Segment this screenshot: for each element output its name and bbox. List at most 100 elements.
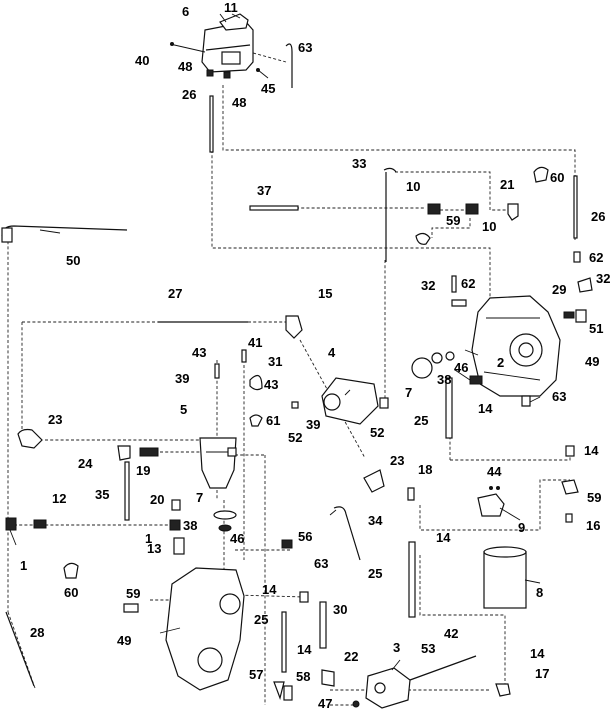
callout-57: 57: [249, 667, 263, 682]
washer-38: [431, 352, 443, 364]
fitting-58: [283, 685, 293, 701]
callout-21: 21: [500, 177, 514, 192]
callout-14: 14: [262, 582, 277, 597]
cap-59-top: [415, 232, 431, 245]
pipe-33: [383, 167, 397, 262]
hose-63-top: [285, 43, 293, 88]
cap-61: [249, 414, 263, 427]
callout-12: 12: [52, 491, 66, 506]
callout-46: 46: [230, 531, 244, 546]
fitting-32-b: [577, 277, 593, 293]
callout-42: 42: [444, 626, 458, 641]
callout-45: 45: [261, 81, 275, 96]
callout-59: 59: [126, 586, 140, 601]
fitting-29: [563, 311, 575, 319]
leader-lines: [9, 13, 541, 671]
callout-2: 2: [497, 355, 504, 370]
callout-40: 40: [135, 53, 149, 68]
pump-4: [321, 377, 379, 425]
hose-28: [5, 611, 35, 687]
fitting-51: [575, 309, 587, 323]
callout-51: 51: [589, 321, 603, 336]
elbow-23-mid: [363, 469, 385, 493]
callout-38: 38: [183, 518, 197, 533]
clip-48-a: [206, 69, 214, 77]
callout-3: 3: [393, 640, 400, 655]
hose-50-fitting: [1, 227, 13, 243]
callout-6: 6: [182, 4, 189, 19]
callout-32: 32: [421, 278, 435, 293]
fitting-19: [139, 447, 159, 457]
fitting-10-b: [465, 203, 479, 215]
elbow-21: [507, 203, 519, 221]
callout-14: 14: [584, 443, 599, 458]
callout-25: 25: [368, 566, 382, 581]
dashed-connection-lines: [7, 41, 576, 706]
callout-14: 14: [478, 401, 493, 416]
callout-26: 26: [591, 209, 605, 224]
callout-8: 8: [536, 585, 543, 600]
callout-4: 4: [328, 345, 336, 360]
callout-16: 16: [586, 518, 600, 533]
bolt-43-top: [214, 363, 220, 379]
callout-63: 63: [552, 389, 566, 404]
callout-9: 9: [518, 520, 525, 535]
callout-14: 14: [297, 642, 312, 657]
reservoir-tank: [201, 13, 254, 73]
bolt-43-mid: [291, 401, 299, 409]
callout-43: 43: [192, 345, 206, 360]
callout-59: 59: [446, 213, 460, 228]
fitting-20: [171, 499, 181, 511]
callout-39: 39: [306, 417, 320, 432]
callout-56: 56: [298, 529, 312, 544]
callout-37: 37: [257, 183, 271, 198]
washer-47: [352, 700, 360, 708]
callout-23: 23: [48, 412, 62, 427]
callout-46: 46: [454, 360, 468, 375]
callout-47: 47: [318, 696, 332, 711]
callout-48: 48: [232, 95, 246, 110]
callout-63: 63: [314, 556, 328, 571]
fitting-12: [33, 519, 47, 529]
callout-60: 60: [64, 585, 78, 600]
callout-18: 18: [418, 462, 432, 477]
filter-head-9: [477, 493, 505, 517]
elbow-23-left: [17, 428, 43, 449]
fitting-10-a: [427, 203, 441, 215]
elbow-60-lower: [63, 562, 79, 579]
oil-filter-8: [483, 546, 527, 609]
callout-58: 58: [296, 669, 310, 684]
callout-20: 20: [150, 492, 164, 507]
pipe-34: [333, 506, 361, 561]
callout-labels: 1 1 2 3 4 5 6 7 7 8 9 10 10 11 12 13 14 …: [20, 0, 610, 711]
callout-1: 1: [145, 531, 152, 546]
callout-59: 59: [587, 490, 601, 505]
callout-32: 32: [596, 271, 610, 286]
elbow-60-top: [533, 166, 549, 183]
callout-11: 11: [224, 0, 238, 15]
tube-26-left: [209, 95, 214, 153]
callout-10: 10: [482, 219, 496, 234]
fitting-18: [407, 487, 415, 501]
screw-44-a: [489, 486, 493, 490]
callout-14: 14: [530, 646, 545, 661]
callout-10: 10: [406, 179, 420, 194]
fitting-59-lower: [123, 603, 139, 613]
callout-39: 39: [175, 371, 189, 386]
callout-43: 43: [264, 377, 278, 392]
callout-5: 5: [180, 402, 187, 417]
callout-50: 50: [66, 253, 80, 268]
callout-15: 15: [318, 286, 332, 301]
hose-31: [249, 374, 263, 391]
fitting-2: [469, 375, 483, 385]
fitting-1-right: [169, 519, 181, 531]
elbow-15: [285, 315, 303, 339]
bolt-41: [241, 349, 247, 363]
callout-34: 34: [368, 513, 383, 528]
hose-50: [1, 225, 128, 237]
filter-housing-5: [199, 437, 237, 489]
washer-38-lower: [218, 524, 232, 532]
fitting-13: [173, 537, 185, 555]
transmission-49-lower: [165, 567, 245, 691]
